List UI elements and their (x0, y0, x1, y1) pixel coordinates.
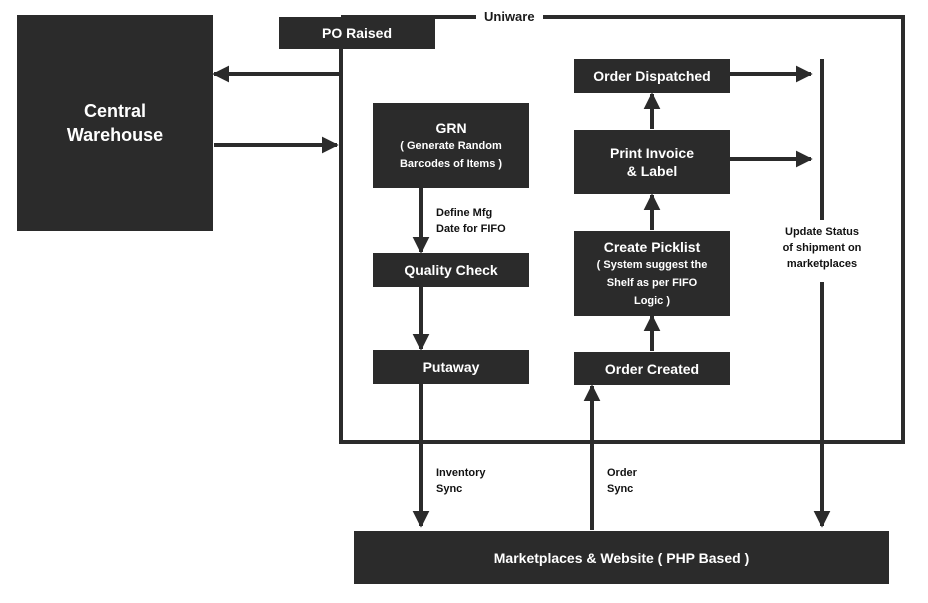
marketplaces-label: Marketplaces & Website ( PHP Based ) (493, 549, 750, 566)
inventory-sync-line1: Inventory (436, 467, 486, 479)
uniware-frame (339, 15, 905, 444)
create-picklist-title: Create Picklist (603, 238, 701, 255)
inventory-sync-label: Inventory Sync (436, 465, 486, 497)
update-status-line1: Update Status (785, 226, 859, 238)
update-status-line3: marketplaces (786, 258, 858, 270)
po-raised-label: PO Raised (321, 25, 393, 41)
putaway-label: Putaway (422, 359, 480, 375)
create-picklist-sub1: ( System suggest the (596, 258, 708, 271)
putaway-box: Putaway (373, 350, 529, 384)
inventory-sync-line2: Sync (436, 483, 463, 495)
order-sync-line1: Order (607, 467, 637, 479)
mfg-date-note: Define Mfg Date for FIFO (436, 205, 506, 237)
central-warehouse-box: Central Warehouse (17, 15, 213, 231)
po-raised-box: PO Raised (279, 17, 435, 49)
order-created-box: Order Created (574, 352, 730, 385)
grn-subtitle-1: ( Generate Random (400, 139, 502, 152)
quality-check-box: Quality Check (373, 253, 529, 287)
order-sync-label: Order Sync (607, 465, 637, 497)
quality-check-label: Quality Check (404, 262, 498, 278)
central-warehouse-line2: Warehouse (66, 125, 164, 145)
create-picklist-box: Create Picklist ( System suggest the She… (574, 231, 730, 316)
grn-title: GRN (435, 119, 467, 136)
uniware-title: Uniware (476, 9, 543, 25)
order-dispatched-box: Order Dispatched (574, 59, 730, 93)
mfg-date-note-line1: Define Mfg (436, 207, 493, 219)
mfg-date-note-line2: Date for FIFO (436, 223, 506, 235)
create-picklist-sub2: Shelf as per FIFO (606, 276, 698, 289)
grn-subtitle-2: Barcodes of Items ) (399, 157, 503, 170)
print-invoice-line2: & Label (626, 163, 678, 179)
grn-box: GRN ( Generate Random Barcodes of Items … (373, 103, 529, 188)
update-status-line2: of shipment on (782, 242, 862, 254)
order-sync-line2: Sync (607, 483, 634, 495)
marketplaces-box: Marketplaces & Website ( PHP Based ) (354, 531, 889, 584)
print-invoice-line1: Print Invoice (609, 145, 695, 161)
central-warehouse-line1: Central (83, 101, 146, 121)
print-invoice-box: Print Invoice & Label (574, 130, 730, 194)
order-created-label: Order Created (604, 360, 700, 377)
order-dispatched-label: Order Dispatched (593, 68, 711, 84)
update-status-note: Update Status of shipment on marketplace… (772, 224, 872, 272)
create-picklist-sub3: Logic ) (633, 294, 671, 307)
